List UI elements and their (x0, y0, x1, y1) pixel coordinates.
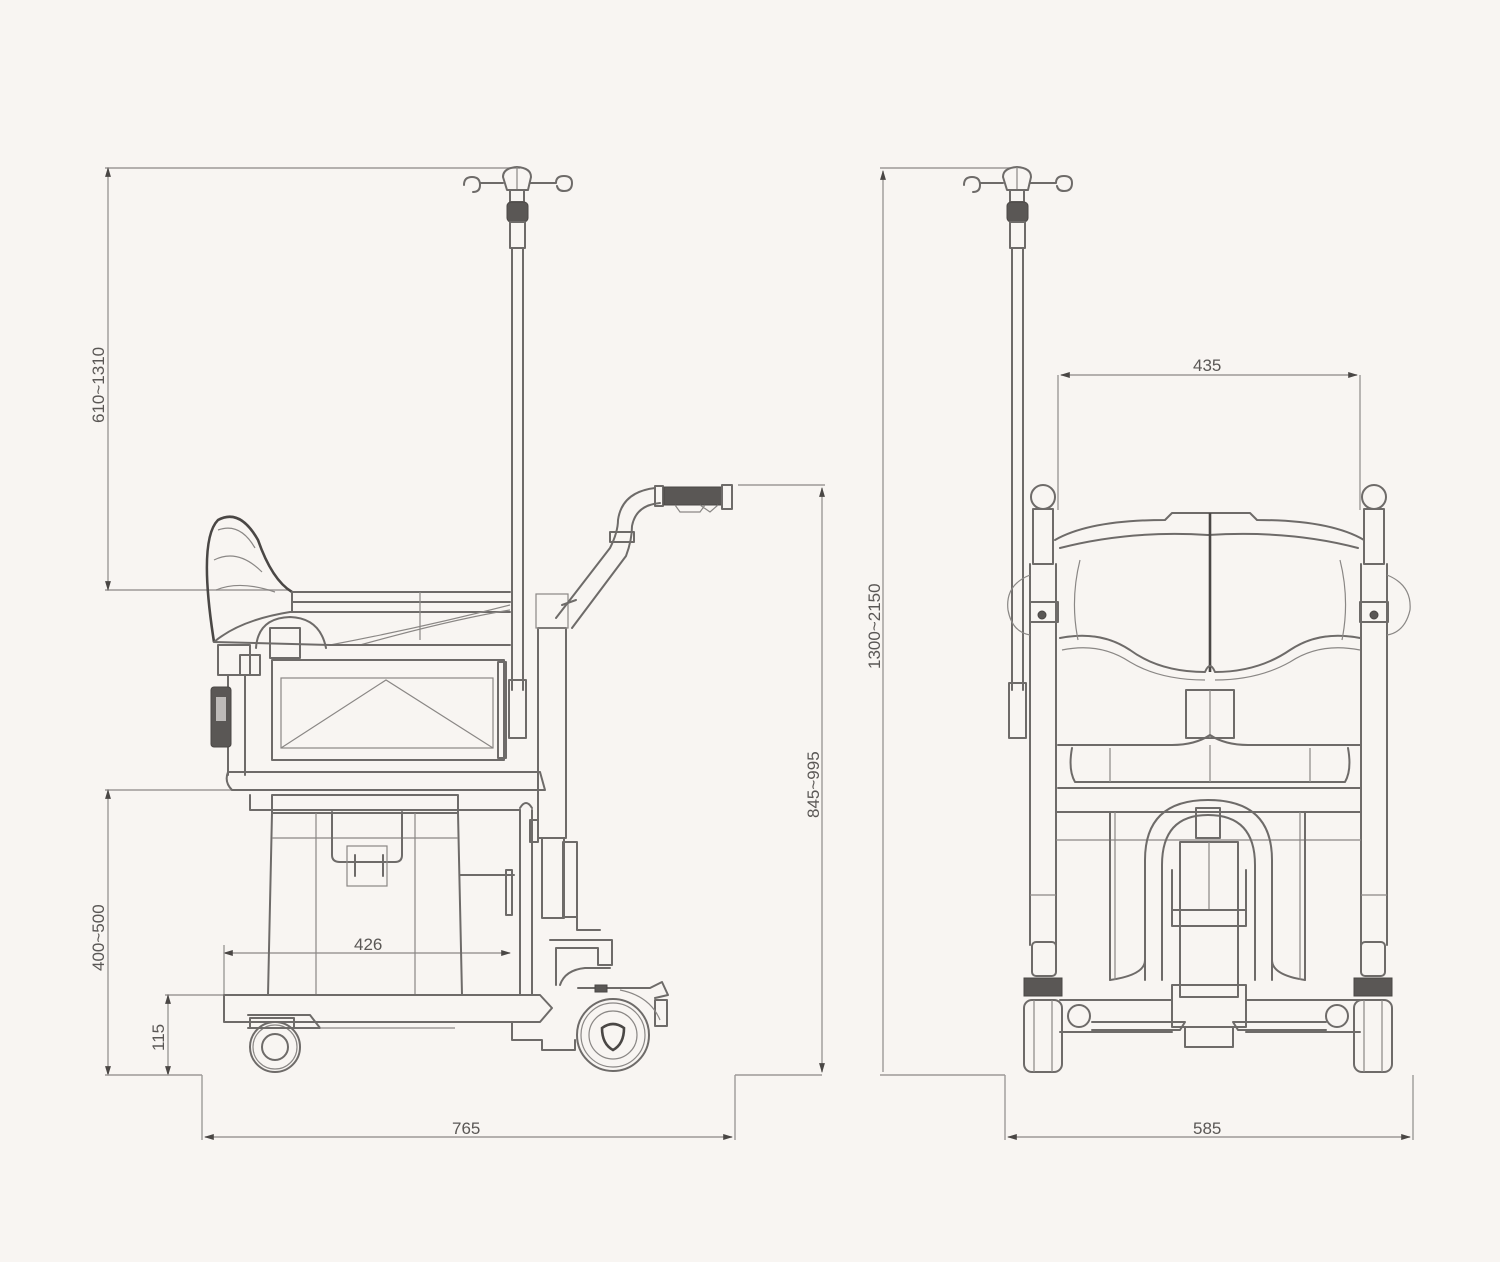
armrest-joint (255, 616, 327, 649)
label-overall-length: 765 (452, 1119, 481, 1138)
iv-pole-front (963, 166, 1073, 739)
dim-inner-width (1057, 372, 1361, 510)
seat-front (1057, 689, 1362, 789)
dim-overall-length (105, 1074, 822, 1140)
lower-frame-front (1055, 799, 1362, 1048)
label-base-clearance: 115 (149, 1023, 168, 1051)
front-posts (1029, 484, 1389, 946)
label-seat-height: 400~500 (89, 904, 108, 971)
label-iv-pole-height: 610~1310 (89, 346, 108, 423)
commode-bucket (249, 794, 521, 996)
push-handle (555, 484, 733, 629)
iv-pole (463, 166, 573, 739)
dim-overall-height (880, 167, 1010, 1076)
label-overall-height: 1300~2150 (865, 583, 884, 669)
front-right-wheel (1353, 941, 1393, 1073)
rear-frame (459, 802, 539, 996)
control-box-screen (216, 697, 226, 721)
side-view (105, 166, 825, 1140)
front-drive-wheel (576, 981, 669, 1072)
dim-overall-width (1004, 1075, 1414, 1140)
seat-rail (225, 771, 546, 791)
backrest-front (1007, 512, 1411, 681)
dim-base-clearance (165, 994, 228, 1076)
label-handle-height: 845~995 (804, 751, 823, 818)
label-seat-depth: 426 (354, 935, 383, 954)
front-view (880, 166, 1414, 1140)
label-overall-width: 585 (1193, 1119, 1222, 1138)
label-inner-width: 435 (1193, 356, 1222, 375)
footrest-bracket (549, 916, 613, 986)
dim-iv-pole-height (105, 167, 520, 591)
dim-seat-height (105, 789, 245, 1076)
dim-handle-height (738, 484, 825, 1073)
rear-caster-wheel (249, 1017, 301, 1073)
seat-bracket (269, 627, 301, 659)
seat-backrest (205, 515, 511, 646)
front-left-wheel (1023, 941, 1063, 1073)
lift-column (535, 593, 578, 919)
dim-seat-depth (223, 945, 511, 995)
side-panel (271, 659, 507, 761)
